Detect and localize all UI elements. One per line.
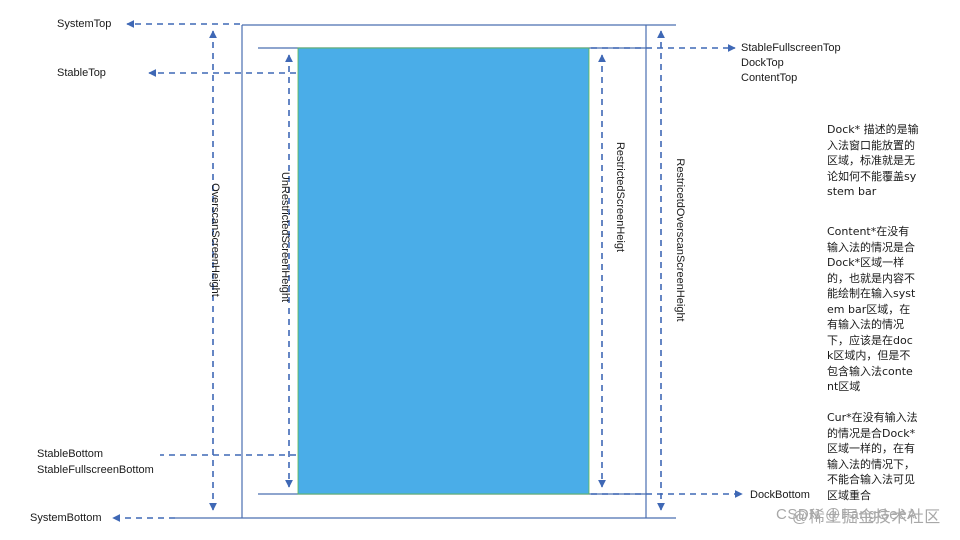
label-unrestricted-screen-height: UnRestrictedScreenHeight <box>279 171 291 303</box>
label-system-top: SystemTop <box>57 18 112 30</box>
label-restricted-overscan-screen-height: RestricetdOverscanScreenHeight <box>674 158 686 322</box>
label-stable-fullscreen-bottom: StableFullscreenBottom <box>37 464 154 476</box>
label-content-top: ContentTop <box>741 72 798 84</box>
label-stable-fullscreen-top: StableFullscreenTop <box>741 42 841 54</box>
note-dock: Dock* 描述的是输入法窗口能放置的区域，标准就是无论如何不能覆盖system… <box>827 123 919 198</box>
label-stable-bottom: StableBottom <box>37 448 104 460</box>
note-cur: Cur*在没有输入法的情况是合Dock*区域一样的，在有输入法的情况下，不能合输… <box>827 411 918 502</box>
label-dock-bottom: DockBottom <box>750 489 810 501</box>
note-content: Content*在没有输入法的情况是合Dock*区域一样的，也就是内容不能绘制在… <box>827 225 916 393</box>
content-area <box>297 47 590 495</box>
label-restricted-screen-height: RestrictedScreenHeigt <box>614 141 626 253</box>
label-dock-top: DockTop <box>741 57 784 69</box>
label-stable-top: StableTop <box>57 67 106 79</box>
watermark-csdn: CSDN @FangGeeA <box>776 506 918 523</box>
label-system-bottom: SystemBottom <box>30 512 102 524</box>
label-overscan-screen-height: OverscanScreenHeight <box>209 183 221 297</box>
watermark-juejin: @稀土掘金技术社区 <box>792 509 941 526</box>
